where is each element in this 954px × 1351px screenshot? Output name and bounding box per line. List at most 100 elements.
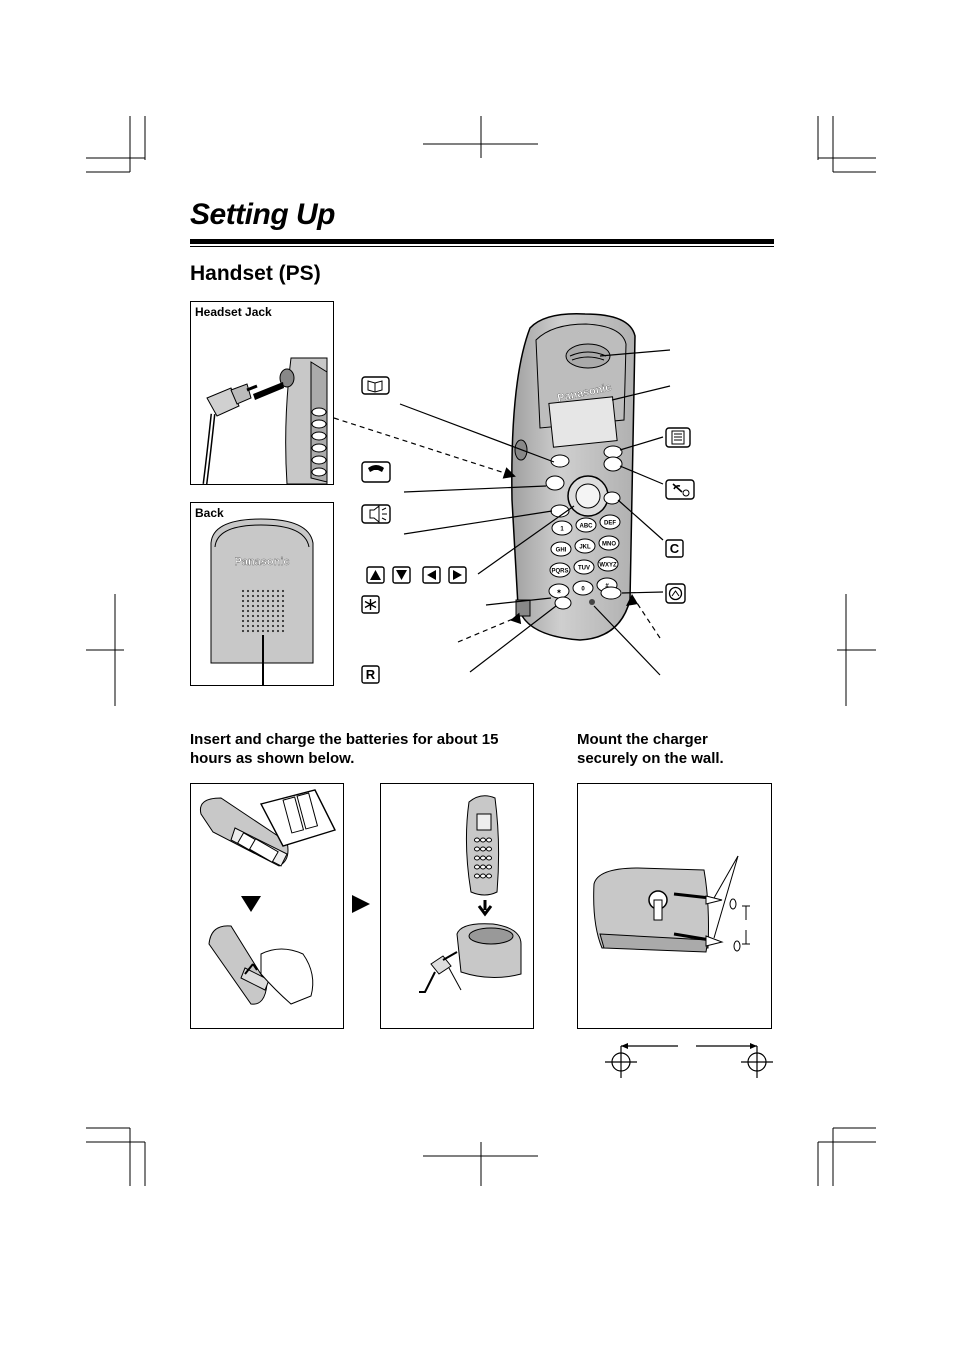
menu-key-symbol (665, 427, 691, 448)
mounting-hole-markers (605, 1043, 773, 1078)
title-rule-thin (190, 246, 774, 247)
page-title: Setting Up (190, 198, 336, 231)
grille-dot (276, 599, 280, 603)
wall-mount-illustration (593, 855, 750, 953)
keypad-key[interactable] (549, 562, 571, 578)
wall-mount-instruction: Mount the charger securely on the wall. (577, 731, 724, 767)
speaker-key-symbol (361, 504, 391, 524)
grille-dot (261, 589, 265, 593)
charge-contacts (515, 599, 531, 617)
keypad-key[interactable] (573, 559, 595, 575)
grille-dot (261, 624, 265, 628)
grille-dot (246, 624, 250, 628)
keypad-key-label: 0 (581, 587, 585, 593)
grille-dot (271, 589, 275, 593)
title-rule (190, 239, 774, 244)
clear-key-symbol: C (665, 539, 684, 558)
keypad-key-label: ABC (580, 524, 594, 530)
mini-key (486, 873, 492, 879)
grille-dot (246, 614, 250, 618)
clear-key[interactable] (603, 491, 621, 505)
grille-dot (256, 604, 260, 608)
section-heading: Handset (PS) (190, 262, 321, 285)
grille-dot (256, 609, 260, 613)
mini-key (486, 846, 492, 852)
grille-dot (246, 609, 250, 613)
mini-key (474, 837, 480, 843)
phonebook-key-symbol (361, 376, 390, 395)
grille-dot (261, 604, 265, 608)
back-label: Back (195, 506, 224, 520)
keypad-key[interactable] (572, 580, 594, 596)
mini-key (474, 855, 480, 861)
charging-illustration (419, 795, 522, 993)
keypad-key[interactable] (551, 520, 573, 536)
grille-dot (241, 629, 245, 633)
grille-dot (281, 624, 285, 628)
grille-dot (266, 629, 270, 633)
mini-key (474, 873, 480, 879)
keypad-key-label: 1 (560, 527, 564, 533)
display-screen (548, 396, 618, 448)
headset-jack-label: Headset Jack (195, 305, 272, 319)
mini-key (486, 855, 492, 861)
grille-dot (266, 604, 270, 608)
battery-insert-illustration (199, 789, 336, 1005)
back-panel: Back Panasonic (190, 502, 334, 686)
keypad-key-label: TUV (578, 566, 590, 572)
grille-dot (271, 609, 275, 613)
grille-dot (266, 594, 270, 598)
grille-dot (261, 594, 265, 598)
grille-dot (241, 614, 245, 618)
talk-key[interactable] (545, 475, 565, 491)
keypad-key[interactable] (575, 517, 597, 533)
grille-dot (276, 604, 280, 608)
keypad-key-label: WXYZ (599, 563, 617, 569)
keypad-key[interactable] (598, 535, 620, 551)
keypad-key[interactable] (599, 514, 621, 530)
grille-dot (241, 599, 245, 603)
keypad-key[interactable] (550, 541, 572, 557)
grille-dot (276, 629, 280, 633)
battery-instruction: Insert and charge the batteries for abou… (190, 731, 499, 767)
grille-dot (246, 604, 250, 608)
recall-key[interactable] (554, 596, 572, 610)
headset-jack-panel: Headset Jack (190, 301, 334, 485)
grille-dot (241, 609, 245, 613)
grille-dot (241, 619, 245, 623)
earpiece (565, 343, 611, 369)
menu-soft-key[interactable] (603, 445, 623, 459)
grille-dot (241, 594, 245, 598)
back-brand-text: Panasonic (234, 556, 289, 568)
star-key-symbol (361, 595, 380, 614)
off-key[interactable] (603, 456, 623, 472)
phonebook-soft-key[interactable] (550, 454, 570, 468)
grille-dot (266, 609, 270, 613)
grille-dot (276, 624, 280, 628)
grille-dot (246, 599, 250, 603)
grille-dot (256, 619, 260, 623)
grille-dot (281, 614, 285, 618)
grille-dot (246, 629, 250, 633)
off-key-symbol (665, 479, 695, 500)
mini-key (480, 855, 486, 861)
grille-dot (281, 609, 285, 613)
grille-dot (241, 604, 245, 608)
keypad-key[interactable] (597, 556, 619, 572)
handset-back-illustration: Panasonic (210, 518, 314, 685)
headset-jack-illustration (202, 357, 328, 484)
grille-dot (266, 599, 270, 603)
keypad-key[interactable] (574, 538, 596, 554)
grille-dot (251, 624, 255, 628)
intercom-key[interactable] (600, 586, 622, 600)
grille-dot (251, 589, 255, 593)
keypad-key-label: MNO (602, 542, 616, 548)
grille-dot (266, 624, 270, 628)
grille-dot (261, 619, 265, 623)
grille-dot (281, 589, 285, 593)
grille-dot (271, 619, 275, 623)
intercom-key-symbol (665, 583, 686, 604)
grille-dot (266, 614, 270, 618)
